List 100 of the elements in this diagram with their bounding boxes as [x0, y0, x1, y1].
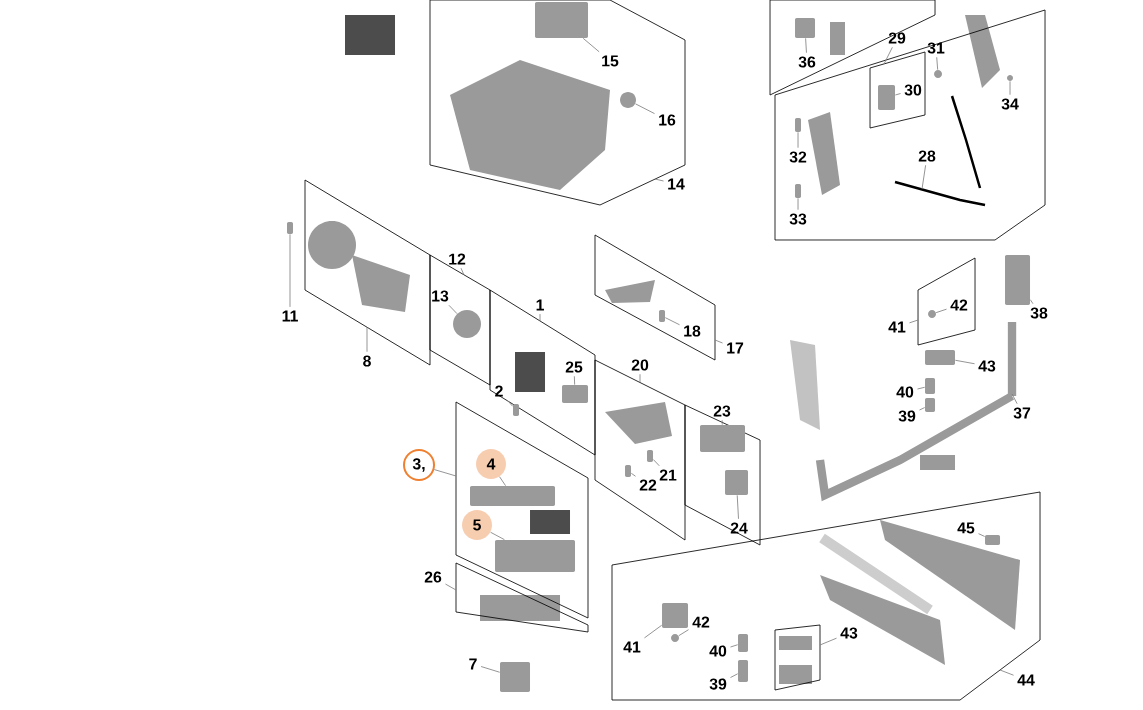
callout-number: 30	[904, 84, 922, 96]
leader-line	[539, 313, 541, 322]
screw-drawing	[647, 450, 653, 462]
spring-drawing	[738, 660, 748, 682]
callout-number: 16	[659, 114, 676, 126]
leader-line	[894, 93, 901, 96]
leader-line	[721, 419, 723, 426]
grip-drawing	[1005, 255, 1030, 305]
callout-number: 29	[888, 32, 906, 44]
leader-line	[730, 673, 739, 678]
cap-drawing	[925, 350, 955, 365]
screw-drawing	[1007, 75, 1013, 81]
panel-frame	[869, 51, 926, 129]
gasket-drawing	[620, 92, 636, 108]
leader-line	[499, 476, 506, 487]
leader-line	[736, 494, 739, 520]
callout-number: 40	[896, 386, 914, 398]
leader-line	[652, 459, 660, 467]
screw-drawing	[625, 465, 631, 477]
leader-line	[919, 407, 926, 411]
callout-number: 45	[957, 522, 975, 534]
callout-number: 44	[1017, 674, 1035, 686]
leader-line	[289, 233, 291, 308]
screw-drawing	[513, 404, 519, 416]
spring-drawing	[925, 398, 935, 412]
leader-line	[366, 326, 368, 353]
leader-line	[1009, 80, 1011, 96]
screw-drawing	[795, 184, 801, 198]
callout-number: 1	[536, 299, 544, 311]
washer-drawing	[928, 310, 936, 318]
callout-number: 18	[684, 325, 701, 337]
leader-line	[635, 103, 655, 114]
callout-number: 34	[1001, 98, 1019, 110]
callout-number: 15	[602, 55, 619, 67]
switch-drawing	[878, 85, 895, 110]
leader-line	[819, 637, 837, 646]
leader-line	[936, 56, 939, 71]
leader-line	[490, 531, 505, 541]
leader-line	[644, 624, 663, 639]
spring-drawing	[738, 634, 748, 652]
leader-line	[573, 375, 576, 386]
leader-line	[445, 583, 457, 591]
callout-number: 20	[631, 359, 649, 371]
leader-line	[506, 399, 514, 407]
cover-drawing	[535, 2, 588, 38]
washer-drawing	[671, 634, 679, 642]
tool-drawing	[500, 662, 530, 692]
panel-frame	[304, 179, 431, 366]
leader-line	[797, 197, 799, 211]
callout-number: 26	[424, 571, 442, 583]
leader-line	[460, 267, 465, 276]
leader-line	[448, 304, 458, 315]
leader-line	[921, 164, 927, 190]
leader-line	[978, 533, 986, 537]
panel-frame	[455, 401, 589, 619]
callout-number: 7	[469, 658, 477, 670]
leader-line	[480, 666, 501, 673]
panel-frame	[684, 404, 761, 546]
leader-line	[1029, 299, 1034, 305]
leader-line	[582, 37, 600, 53]
callout-number: 14	[668, 178, 685, 190]
small-part-drawing	[795, 18, 815, 38]
wiring-harness-drawing	[470, 486, 555, 506]
leader-line	[883, 46, 893, 65]
callout-number: 41	[888, 321, 906, 333]
callout-number: 23	[713, 405, 731, 417]
leader-line	[797, 131, 799, 149]
callout-number: 11	[282, 310, 298, 322]
screw-drawing	[985, 535, 1000, 545]
callout-number: 32	[789, 151, 807, 163]
leader-line	[1011, 393, 1018, 405]
callout-number: 13	[432, 290, 449, 302]
callout-number: 41	[623, 641, 641, 653]
callout-number: 17	[727, 342, 744, 354]
leader-line	[630, 472, 636, 477]
leader-line	[678, 629, 689, 637]
callout-number: 22	[639, 479, 657, 491]
callout-number: 36	[798, 56, 816, 68]
cable-drawing	[894, 180, 986, 207]
panel-frame	[455, 562, 589, 633]
leader-line	[935, 308, 947, 314]
callout-number: 8	[363, 355, 371, 367]
panel-frame	[429, 0, 686, 206]
panel-frame	[774, 624, 821, 691]
leader-line	[730, 644, 739, 648]
highlighted-callout: 4	[476, 449, 506, 479]
handle-bar-drawing	[1007, 322, 1017, 396]
leader-line	[639, 373, 641, 383]
knob-drawing	[662, 603, 688, 628]
screw-drawing	[287, 222, 293, 234]
callout-number: 38	[1030, 307, 1048, 319]
panel-frame	[594, 359, 686, 541]
screw-drawing	[659, 310, 665, 322]
callout-number: 21	[659, 469, 677, 481]
callout-number: 40	[709, 645, 727, 657]
callout-number: 43	[840, 627, 858, 639]
highlighted-callout: 5	[462, 510, 492, 540]
callout-number: 42	[692, 616, 710, 628]
leader-line	[999, 669, 1014, 676]
callout-number: 28	[918, 150, 936, 162]
